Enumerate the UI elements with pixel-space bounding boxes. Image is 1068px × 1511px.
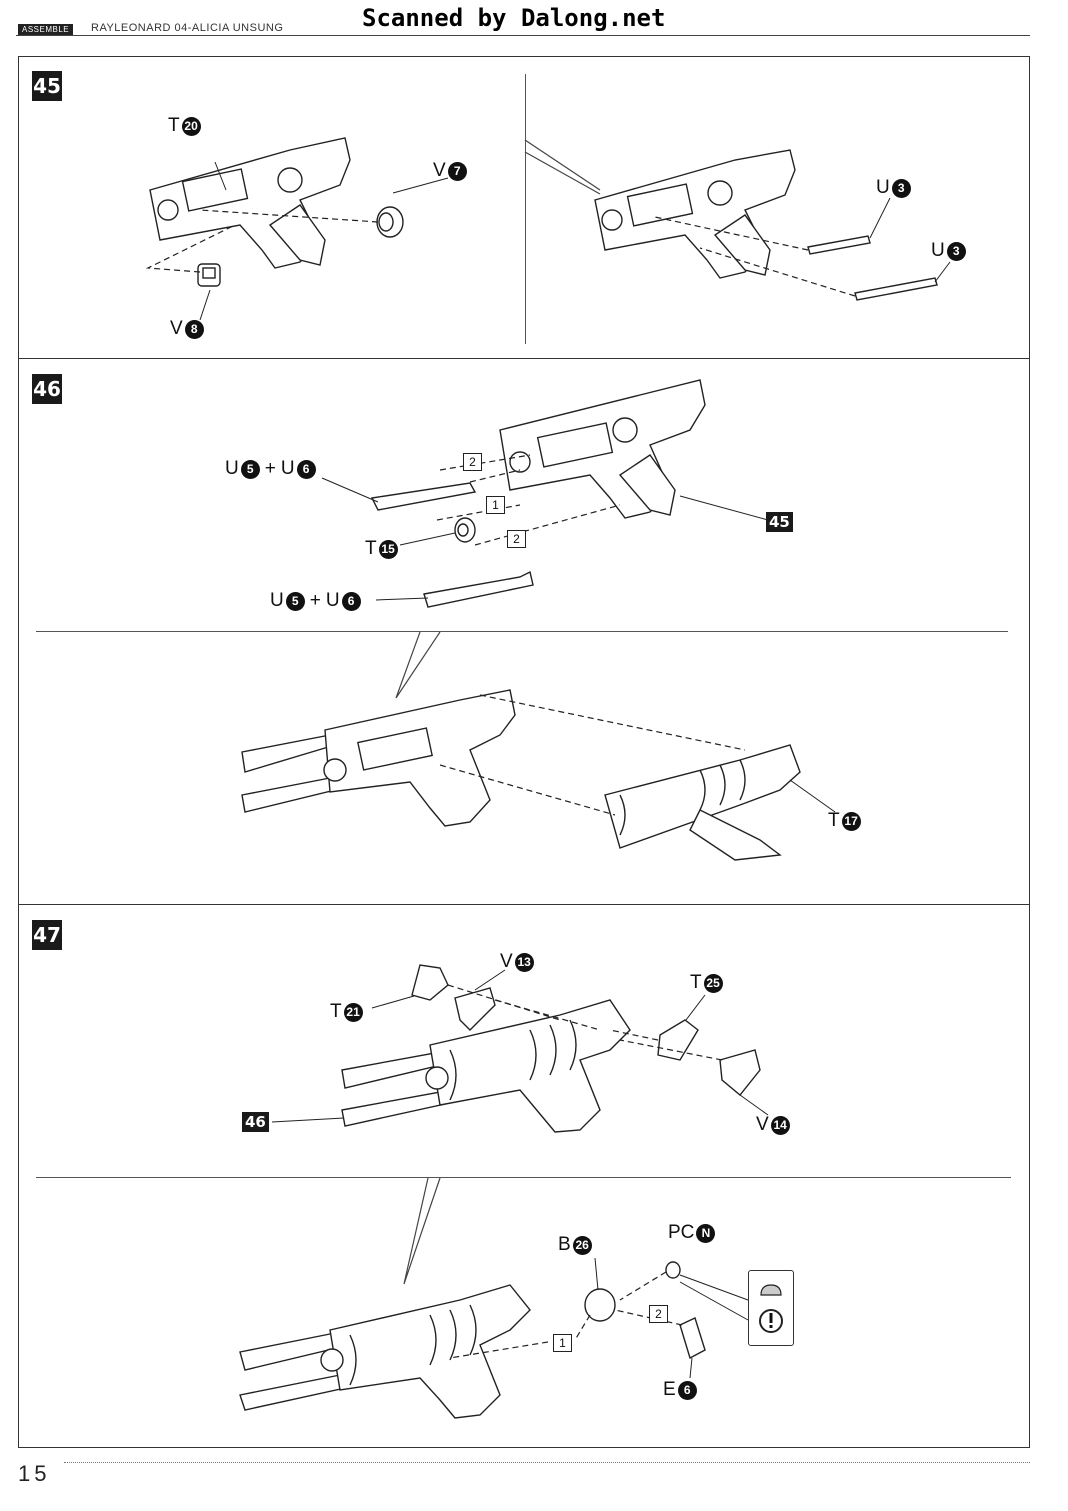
part-number: 7 [447, 161, 467, 181]
sequence-marker: 2 [507, 530, 526, 548]
part-letter: U [325, 590, 340, 611]
part-letter: V [433, 160, 446, 181]
part-letter: U [931, 240, 945, 261]
part-number: 6 [296, 459, 316, 479]
part-letter: U [876, 177, 890, 198]
label-u5-u6-upper: U 5 + U 6 [225, 458, 316, 480]
label-e6: E 6 [663, 1379, 697, 1401]
part-letter: V [170, 318, 183, 339]
plus-sign: + [309, 590, 321, 611]
part-number: 15 [378, 539, 398, 559]
part-number: 5 [240, 459, 260, 479]
part-letter: T [828, 810, 840, 831]
part-number: 5 [285, 591, 305, 611]
part-number: 21 [343, 1002, 363, 1022]
step-number-46: 46 [32, 374, 62, 404]
label-v8: V 8 [170, 318, 204, 340]
part-letter: PC [668, 1222, 695, 1243]
label-u3-lower: U 3 [931, 240, 966, 262]
label-v14: V 14 [756, 1114, 790, 1136]
part-number: 6 [341, 591, 361, 611]
label-v13: V 13 [500, 951, 534, 973]
label-u3-upper: U 3 [876, 177, 911, 199]
part-letter: U [270, 590, 284, 611]
instruction-frame [18, 56, 1030, 1448]
section-tag: ASSEMBLE [18, 24, 74, 35]
part-number: 14 [770, 1115, 790, 1135]
exclamation-icon [759, 1284, 783, 1333]
step46-subdivider [36, 631, 1008, 632]
part-letter: T [168, 115, 180, 136]
part-letter: T [330, 1001, 342, 1022]
label-t17: T 17 [828, 810, 861, 832]
part-letter: T [690, 972, 702, 993]
reference-step-46: 46 [242, 1112, 269, 1132]
header-rule [16, 35, 1030, 36]
step47-subdivider [36, 1177, 1011, 1178]
sequence-marker: 2 [463, 453, 482, 471]
part-number: 26 [572, 1235, 592, 1255]
sequence-marker: 1 [486, 496, 505, 514]
document-title: RAYLEONARD 04-ALICIA UNSUNG [91, 22, 284, 34]
part-number: 25 [703, 973, 723, 993]
part-number: 20 [181, 116, 201, 136]
label-t15: T 15 [365, 538, 398, 560]
part-number: 8 [184, 319, 204, 339]
part-letter: V [500, 951, 513, 972]
part-letter: B [558, 1234, 571, 1255]
watermark: Scanned by Dalong.net [362, 4, 666, 32]
label-v7: V 7 [433, 160, 467, 182]
divider-45-46 [18, 358, 1030, 359]
label-u5-u6-lower: U 5 + U 6 [270, 590, 361, 612]
part-number: N [696, 1223, 716, 1243]
part-number: 3 [891, 178, 911, 198]
plus-sign: + [264, 458, 276, 479]
part-letter: T [365, 538, 377, 559]
part-number: 17 [841, 811, 861, 831]
sequence-marker: 2 [649, 1305, 668, 1323]
part-number: 13 [514, 952, 534, 972]
divider-46-47 [18, 904, 1030, 905]
reference-step-45: 45 [766, 512, 793, 532]
footer-rule [64, 1462, 1030, 1463]
label-pc-n: PC N [668, 1222, 716, 1244]
part-letter: V [756, 1114, 769, 1135]
page-number: 15 [18, 1461, 51, 1486]
label-t20: T 20 [168, 115, 201, 137]
label-t25: T 25 [690, 972, 723, 994]
caution-callout [748, 1270, 794, 1346]
sequence-marker: 1 [553, 1334, 572, 1352]
part-number: 6 [677, 1380, 697, 1400]
label-b26: B 26 [558, 1234, 592, 1256]
part-number: 3 [946, 241, 966, 261]
part-letter: E [663, 1379, 676, 1400]
step45-vertical-divider [525, 74, 526, 344]
step-number-45: 45 [32, 71, 62, 101]
part-letter: U [280, 458, 295, 479]
part-letter: U [225, 458, 239, 479]
label-t21: T 21 [330, 1001, 363, 1023]
step-number-47: 47 [32, 920, 62, 950]
